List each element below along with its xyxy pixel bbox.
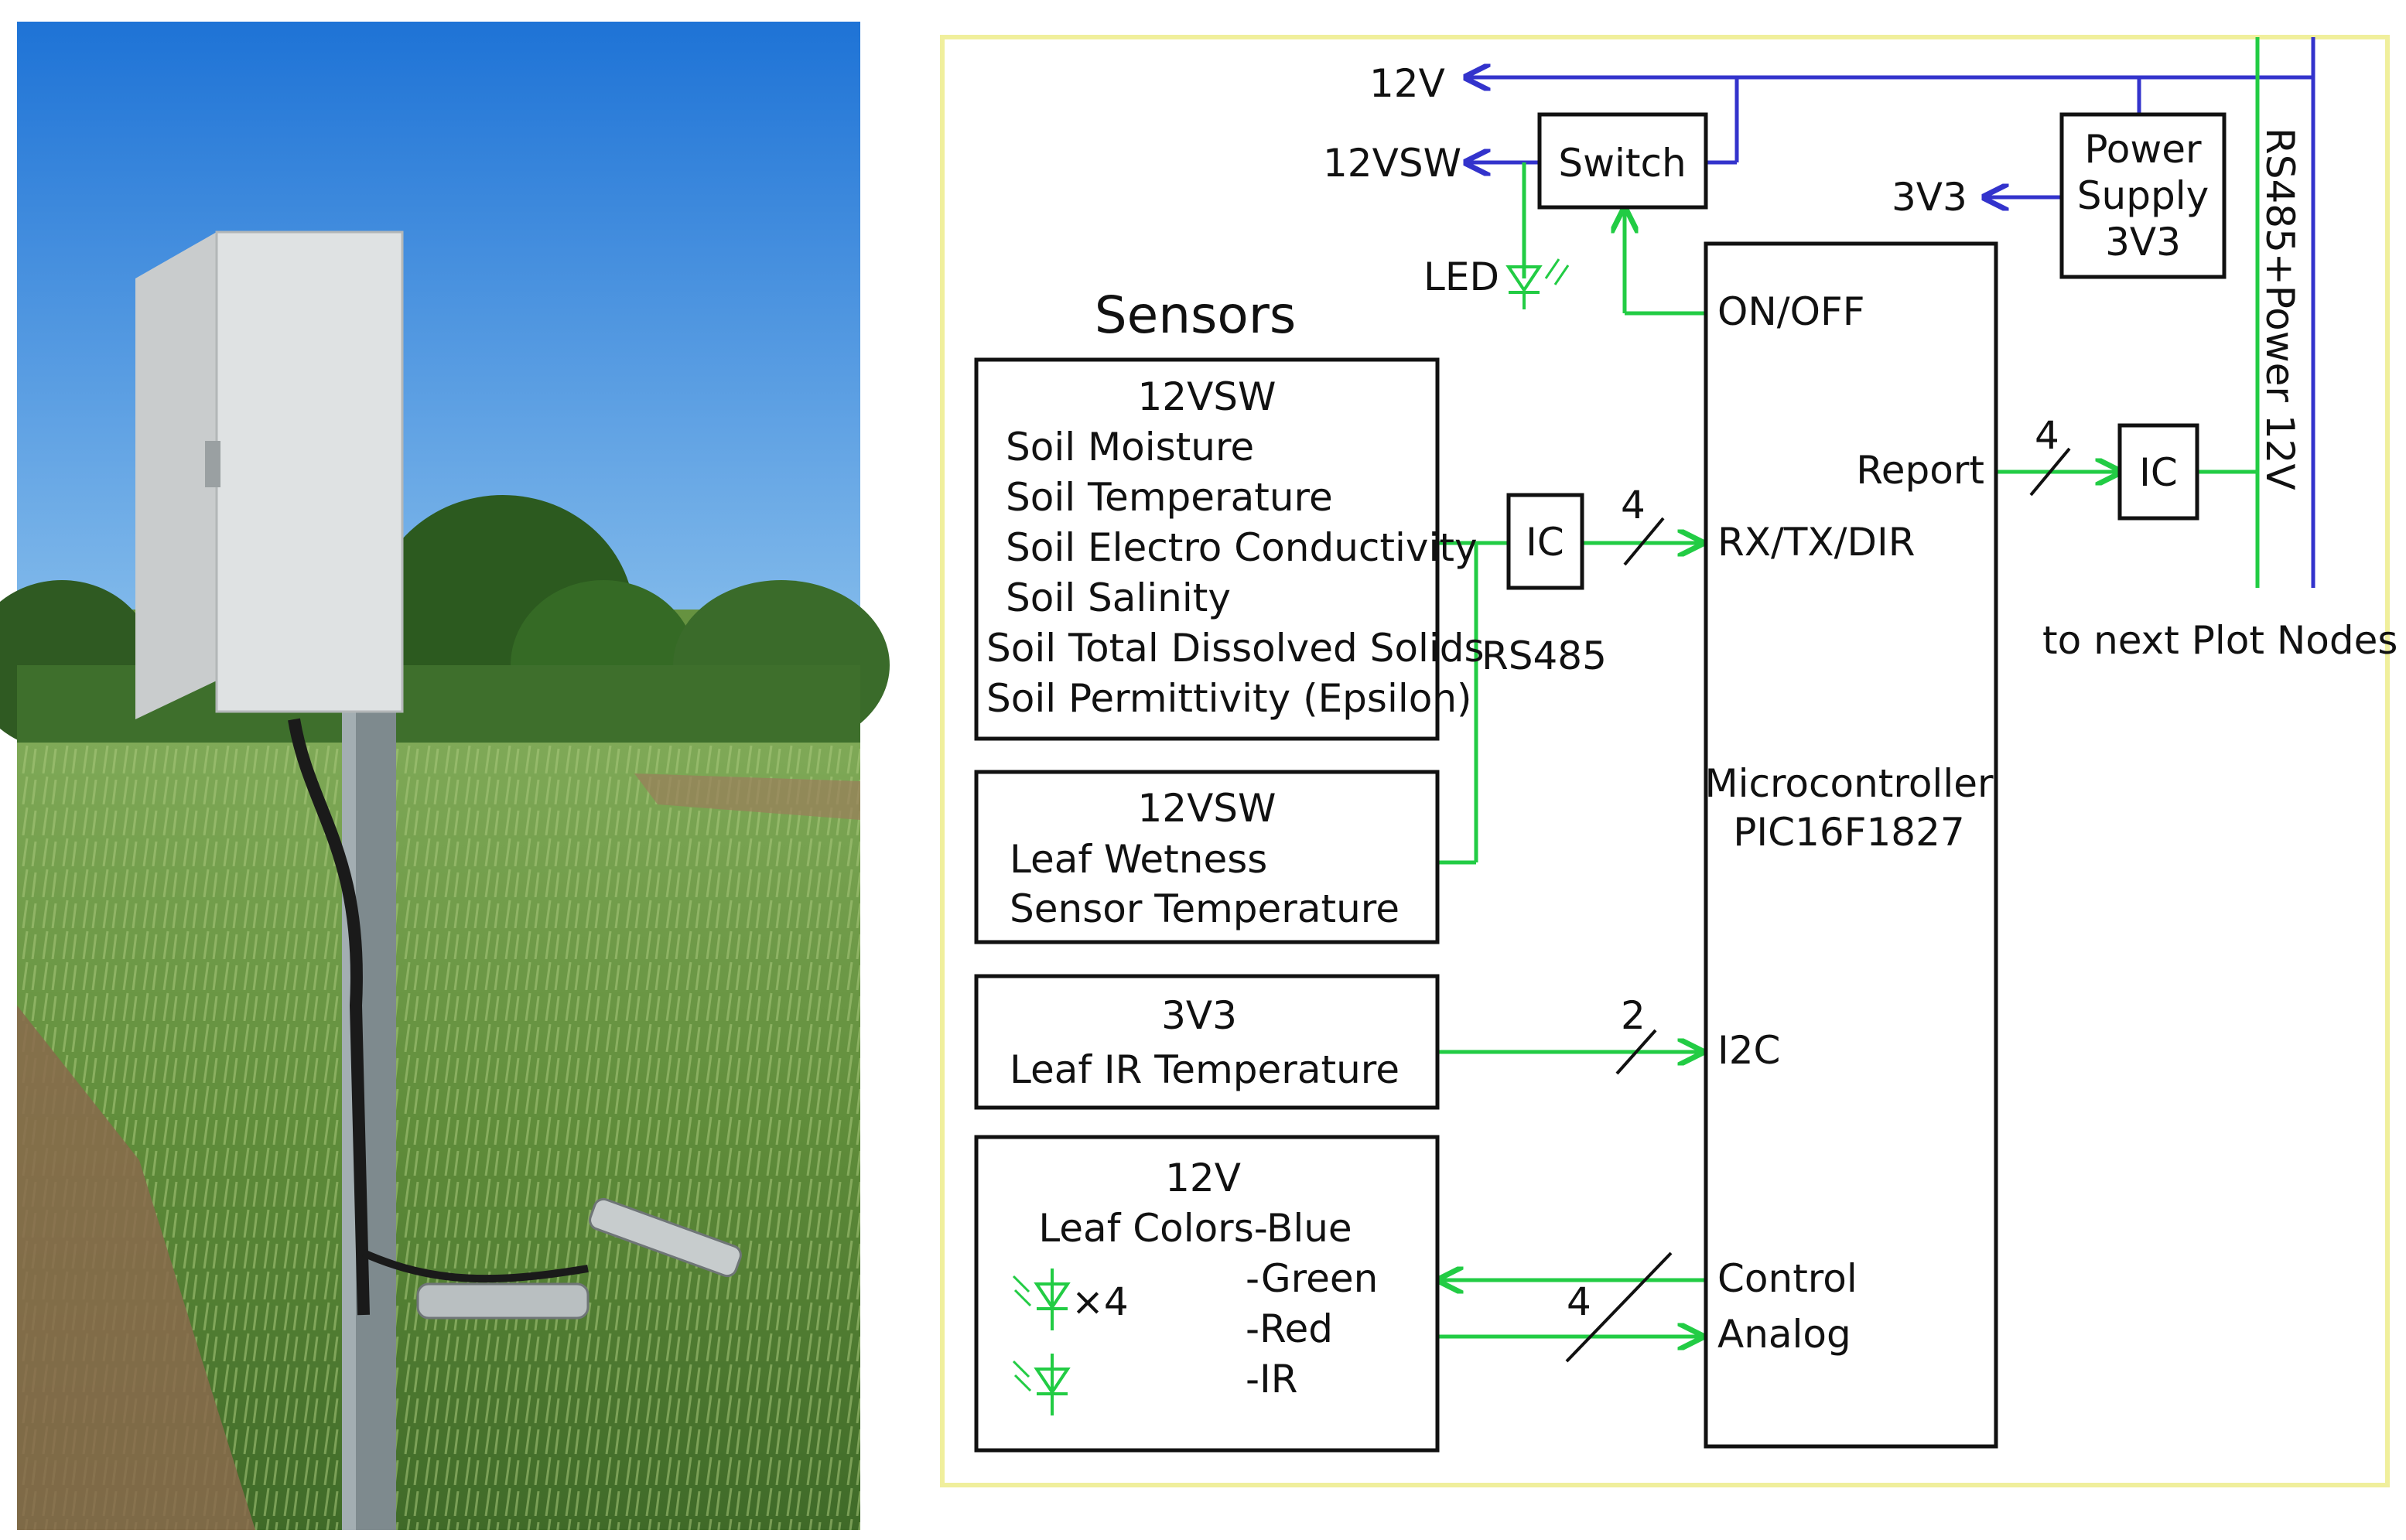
sensor-leaf-ir-temperature: Leaf IR Temperature [1010, 1047, 1400, 1092]
rail-12vsw: 12VSW [1323, 141, 1461, 186]
rail-3v3: 3V3 [1892, 175, 1967, 220]
led-count: ×4 [1071, 1279, 1129, 1324]
enclosure [135, 230, 404, 719]
sensor-leaf-colors-green: -Green [1246, 1256, 1378, 1301]
ic-left-block [1506, 493, 1584, 590]
sensor-box-soil [974, 357, 1440, 741]
rs485-label: RS485 [1482, 633, 1607, 678]
ic-left-label: IC [1526, 520, 1564, 565]
rail-12v: 12V [1369, 61, 1445, 106]
sensor-box-leaf-ir-supply: 3V3 [1161, 993, 1237, 1038]
sensors-title: Sensors [1095, 285, 1297, 345]
sensor-box-leaf-wetness [974, 770, 1440, 944]
i2c-width: 2 [1621, 993, 1646, 1038]
sensor-box-leaf-ir [974, 974, 1440, 1110]
sensor-leaf-colors-ir: -IR [1246, 1357, 1298, 1402]
report-width: 4 [2035, 413, 2059, 458]
sensor-soil-moisture: Soil Moisture [1006, 425, 1254, 470]
port-rxtx: RX/TX/DIR [1717, 520, 1915, 565]
power-supply-line1: Power [2084, 127, 2202, 172]
sensor-sensor-temperature: Sensor Temperature [1010, 886, 1400, 931]
microcontroller-part: PIC16F1827 [1733, 810, 1964, 855]
rxtx-width: 4 [1621, 483, 1646, 528]
port-i2c: I2C [1717, 1028, 1780, 1073]
signal-lines [1437, 37, 2260, 1337]
port-onoff: ON/OFF [1717, 289, 1864, 334]
ic-right-block [2117, 423, 2199, 521]
analog-width: 4 [1567, 1279, 1591, 1324]
next-nodes-label: to next Plot Nodes [2042, 618, 2397, 663]
sensor-box-leaf-wetness-supply: 12VSW [1137, 786, 1276, 831]
sensor-box-soil-supply: 12VSW [1137, 374, 1276, 419]
field-photo [0, 22, 890, 1530]
sensor-leaf-colors-blue: Leaf Colors-Blue [1038, 1206, 1352, 1251]
sensor-leaf-wetness: Leaf Wetness [1010, 837, 1267, 882]
sensor-box-leaf-colors-supply: 12V [1165, 1156, 1241, 1200]
port-analog: Analog [1717, 1312, 1851, 1357]
led-array-icon [1012, 1269, 1071, 1415]
sensor-soil-salinity: Soil Salinity [1006, 575, 1231, 620]
microcontroller-name: Microcontroller [1704, 761, 1994, 806]
bus-slashes: 4 4 2 4 [1565, 413, 2071, 1363]
led-label: LED [1423, 254, 1499, 299]
port-report: Report [1856, 448, 1984, 493]
port-control: Control [1717, 1256, 1857, 1301]
switch-block [1537, 112, 1708, 210]
sensor-leaf-colors-red: -Red [1246, 1306, 1333, 1351]
bus-label: RS485+Power 12V [2257, 128, 2302, 490]
power-supply-line2: Supply [2077, 173, 2209, 218]
led-icon [1505, 258, 1570, 309]
switch-label: Switch [1558, 141, 1686, 186]
sensor-soil-permittivity: Soil Permittivity (Epsilon) [986, 676, 1472, 721]
power-supply-block [2059, 112, 2227, 279]
power-lines [1466, 37, 2315, 588]
sensor-soil-conductivity: Soil Electro Conductivity [1006, 525, 1478, 570]
microcontroller-block [1704, 241, 1998, 1449]
sensor-soil-tds: Soil Total Dissolved Solids [986, 626, 1485, 671]
sensor-soil-temperature: Soil Temperature [1006, 475, 1333, 520]
power-supply-line3: 3V3 [2105, 220, 2181, 265]
ic-right-label: IC [2139, 450, 2178, 495]
